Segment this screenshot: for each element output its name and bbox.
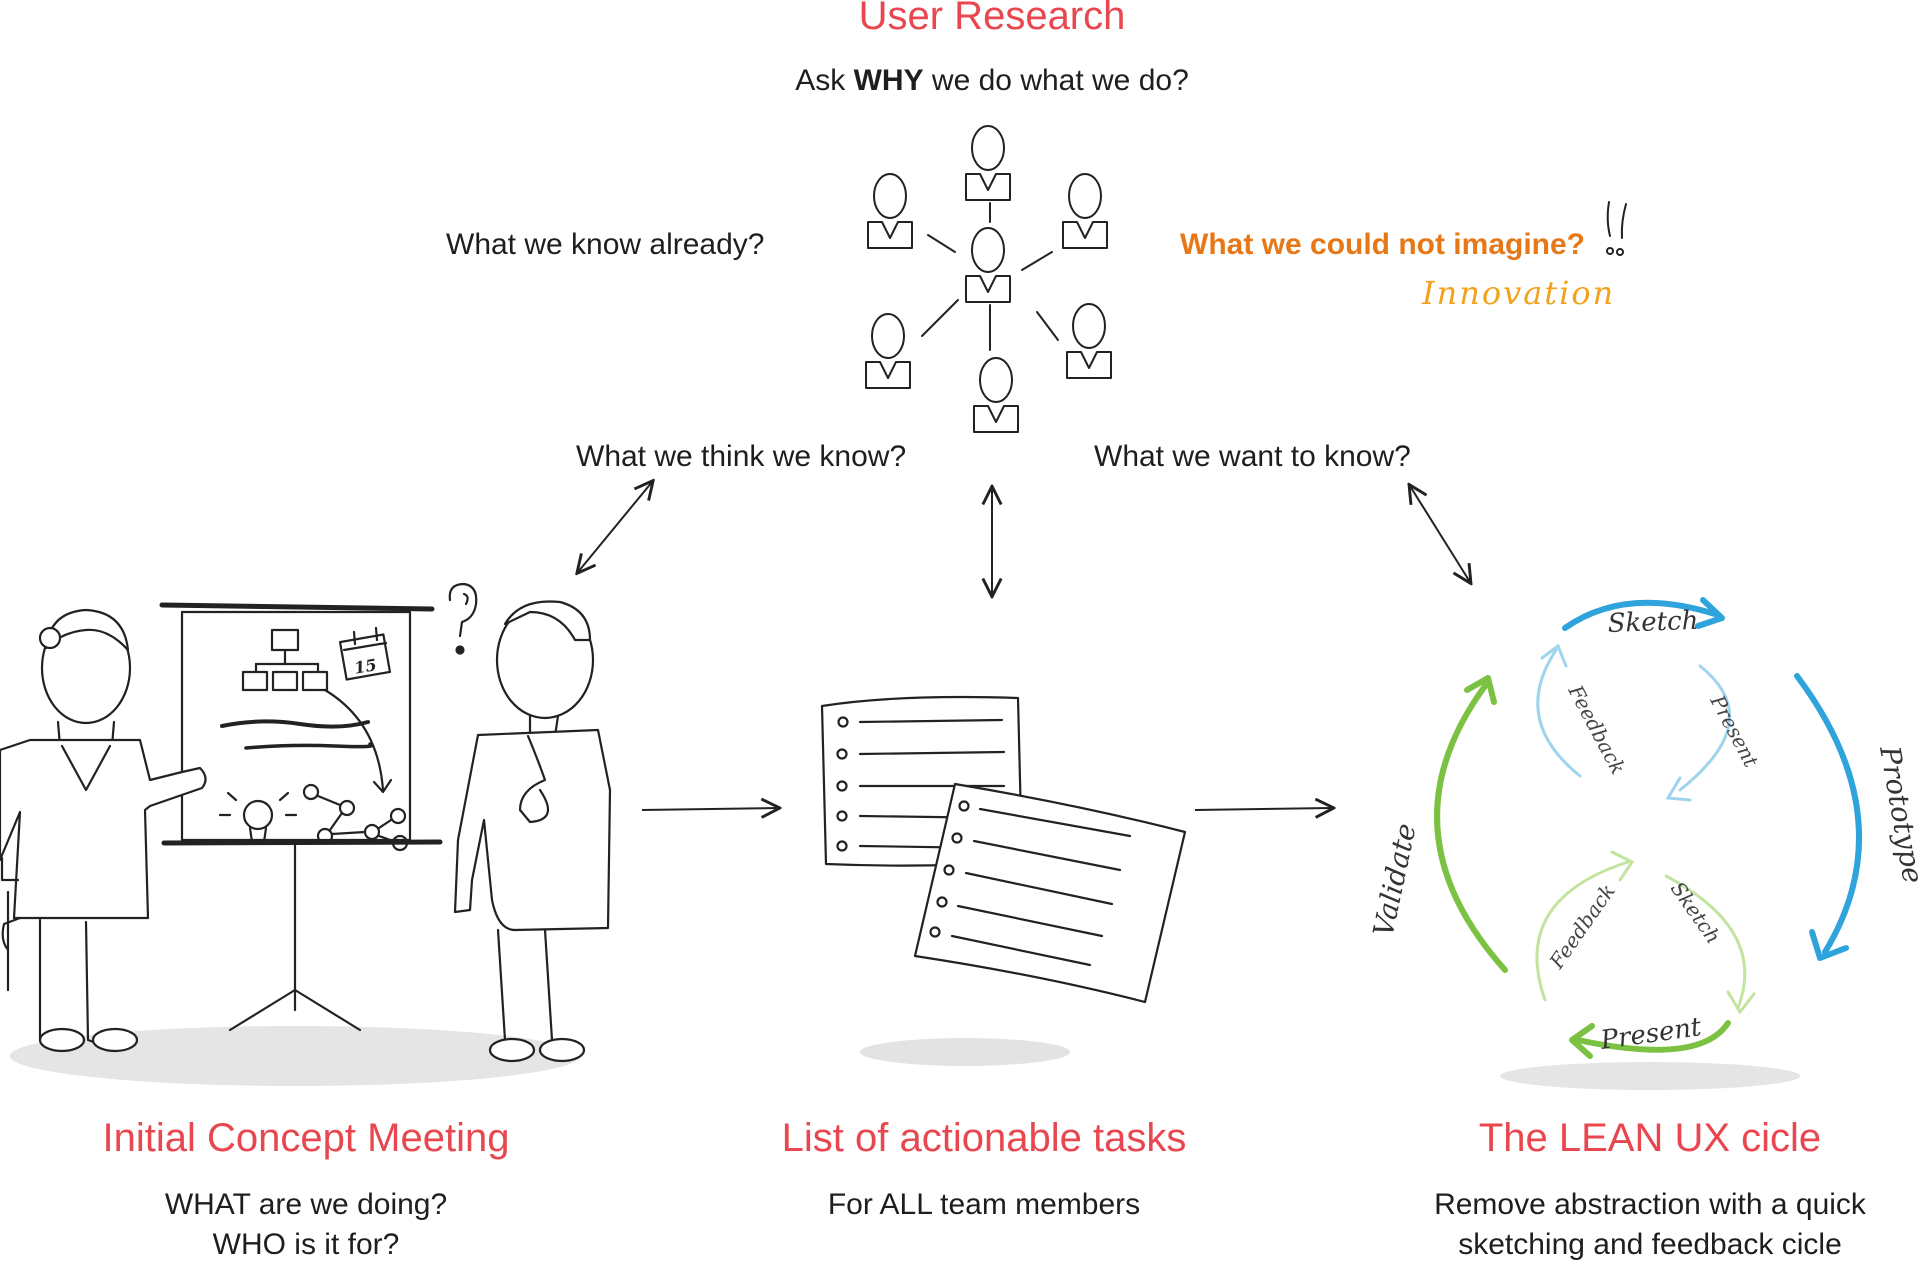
label-outer-sketch: Sketch xyxy=(1607,606,1699,639)
research-question: Ask WHY we do what we do? xyxy=(795,64,1189,98)
think-we-know-text: What we think we know? xyxy=(576,440,907,473)
user-icon xyxy=(965,125,1011,201)
question-mark-icon xyxy=(448,582,478,638)
label-outer-prototype: Prototype xyxy=(1873,743,1920,886)
user-icon xyxy=(973,357,1019,433)
ground-shadow xyxy=(1500,1062,1800,1090)
section-line-meeting-1: WHAT are we doing? xyxy=(164,1188,448,1221)
connector-lines xyxy=(921,202,1059,351)
flow-arrows xyxy=(578,482,1470,810)
double-arrow xyxy=(1410,486,1470,582)
section-line-lean-ux-2: sketching and feedback cicle xyxy=(1458,1228,1842,1261)
ground-shadow xyxy=(860,1038,1070,1066)
exclamation-icon xyxy=(1606,201,1627,256)
section-line-meeting-2: WHO is it for? xyxy=(212,1228,400,1261)
validate-arrow xyxy=(1434,683,1508,973)
section-title-meeting: Initial Concept Meeting xyxy=(102,1116,510,1160)
double-arrow xyxy=(578,482,652,572)
user-icon xyxy=(1066,303,1112,379)
section-title-tasks: List of actionable tasks xyxy=(781,1116,1187,1160)
present-arrow xyxy=(1575,1020,1731,1053)
label-inner-present: Present xyxy=(1705,690,1764,772)
sketch-arrow xyxy=(1562,599,1718,631)
section-line-lean-ux-1: Remove abstraction with a quick xyxy=(1434,1188,1866,1221)
prototype-arrow xyxy=(1794,673,1862,955)
user-icon xyxy=(965,227,1011,303)
research-question-bold: WHY xyxy=(853,64,924,97)
section-line-tasks-1: For ALL team members xyxy=(827,1188,1141,1221)
innovation-text: Innovation xyxy=(1422,274,1616,312)
could-not-imagine-text: What we could not imagine? xyxy=(1180,228,1585,261)
ground-shadow xyxy=(10,1026,580,1086)
lean-ux-cycle: Sketch Prototype Validate Present Presen… xyxy=(1367,597,1920,1059)
research-question-prefix: Ask xyxy=(795,64,854,97)
presenter-person xyxy=(0,608,207,1053)
task-sheets xyxy=(820,695,1187,1004)
right-arrow xyxy=(1194,808,1332,810)
user-icon xyxy=(1062,173,1108,249)
want-to-know-text: What we want to know? xyxy=(1094,440,1411,473)
task-sheet xyxy=(913,782,1187,1004)
label-outer-validate: Validate xyxy=(1367,820,1423,939)
research-question-suffix: we do what we do? xyxy=(923,64,1189,97)
label-inner-feedback: Feedback xyxy=(1563,680,1630,778)
flipchart: 15 xyxy=(159,602,443,1032)
calendar-day: 15 xyxy=(353,655,378,678)
know-already-text: What we know already? xyxy=(446,228,765,261)
meeting-scene: 15 xyxy=(0,582,612,1063)
right-arrow xyxy=(641,808,778,810)
section-title-lean-ux: The LEAN UX cicle xyxy=(1478,1116,1822,1160)
user-research-title: User Research xyxy=(858,0,1126,38)
user-icon xyxy=(867,173,913,249)
listener-person xyxy=(448,582,612,1063)
user-network xyxy=(865,125,1112,433)
user-icon xyxy=(865,313,911,389)
label-inner-feedback: Feedback xyxy=(1544,879,1620,973)
